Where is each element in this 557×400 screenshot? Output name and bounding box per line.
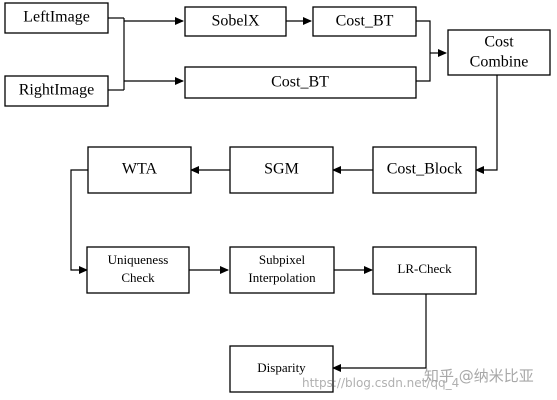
svg-text:Combine: Combine xyxy=(470,54,529,71)
svg-text:SobelX: SobelX xyxy=(212,13,260,30)
svg-text:Cost_BT: Cost_BT xyxy=(336,13,394,30)
node-cost-block: Cost_Block xyxy=(372,146,477,194)
watermark-url: https://blog.csdn.net/qq_4 xyxy=(302,376,459,390)
svg-text:Uniqueness: Uniqueness xyxy=(108,252,169,267)
edge-combine-block xyxy=(475,75,498,174)
node-cost-bt-bottom: Cost_BT xyxy=(184,66,417,99)
svg-text:SGM: SGM xyxy=(264,161,299,178)
node-lr-check: LR-Check xyxy=(372,246,477,295)
edges xyxy=(70,17,498,372)
svg-text:Disparity: Disparity xyxy=(257,360,306,375)
node-sobelx: SobelX xyxy=(184,6,287,37)
node-uniqueness-check: Uniqueness Check xyxy=(86,246,190,294)
svg-text:Cost: Cost xyxy=(484,34,514,51)
edge-wta-uniqueness xyxy=(70,169,88,274)
svg-text:LR-Check: LR-Check xyxy=(397,261,452,276)
node-cost-bt-top: Cost_BT xyxy=(312,6,417,37)
svg-text:Check: Check xyxy=(121,270,155,285)
node-cost-combine: Cost Combine xyxy=(447,29,551,76)
edge-cost-bt-top-merge xyxy=(416,20,431,51)
watermark-brand: 知乎 @纳米比亚 xyxy=(424,367,534,385)
svg-text:Cost_BT: Cost_BT xyxy=(271,74,329,91)
svg-text:LeftImage: LeftImage xyxy=(23,9,90,26)
node-wta: WTA xyxy=(87,146,192,194)
svg-text:Subpixel: Subpixel xyxy=(259,252,306,267)
svg-text:WTA: WTA xyxy=(122,161,158,178)
node-subpixel-interpolation: Subpixel Interpolation xyxy=(229,246,335,294)
svg-text:Cost_Block: Cost_Block xyxy=(387,161,463,178)
svg-text:Interpolation: Interpolation xyxy=(248,270,316,285)
svg-text:RightImage: RightImage xyxy=(19,82,95,99)
node-right-image: RightImage xyxy=(4,75,109,107)
node-left-image: LeftImage xyxy=(4,2,109,34)
edge-lr-disparity xyxy=(332,294,427,372)
edge-cost-bt-bottom-merge xyxy=(416,51,431,82)
node-disparity: Disparity xyxy=(229,345,334,393)
node-sgm: SGM xyxy=(229,146,334,194)
